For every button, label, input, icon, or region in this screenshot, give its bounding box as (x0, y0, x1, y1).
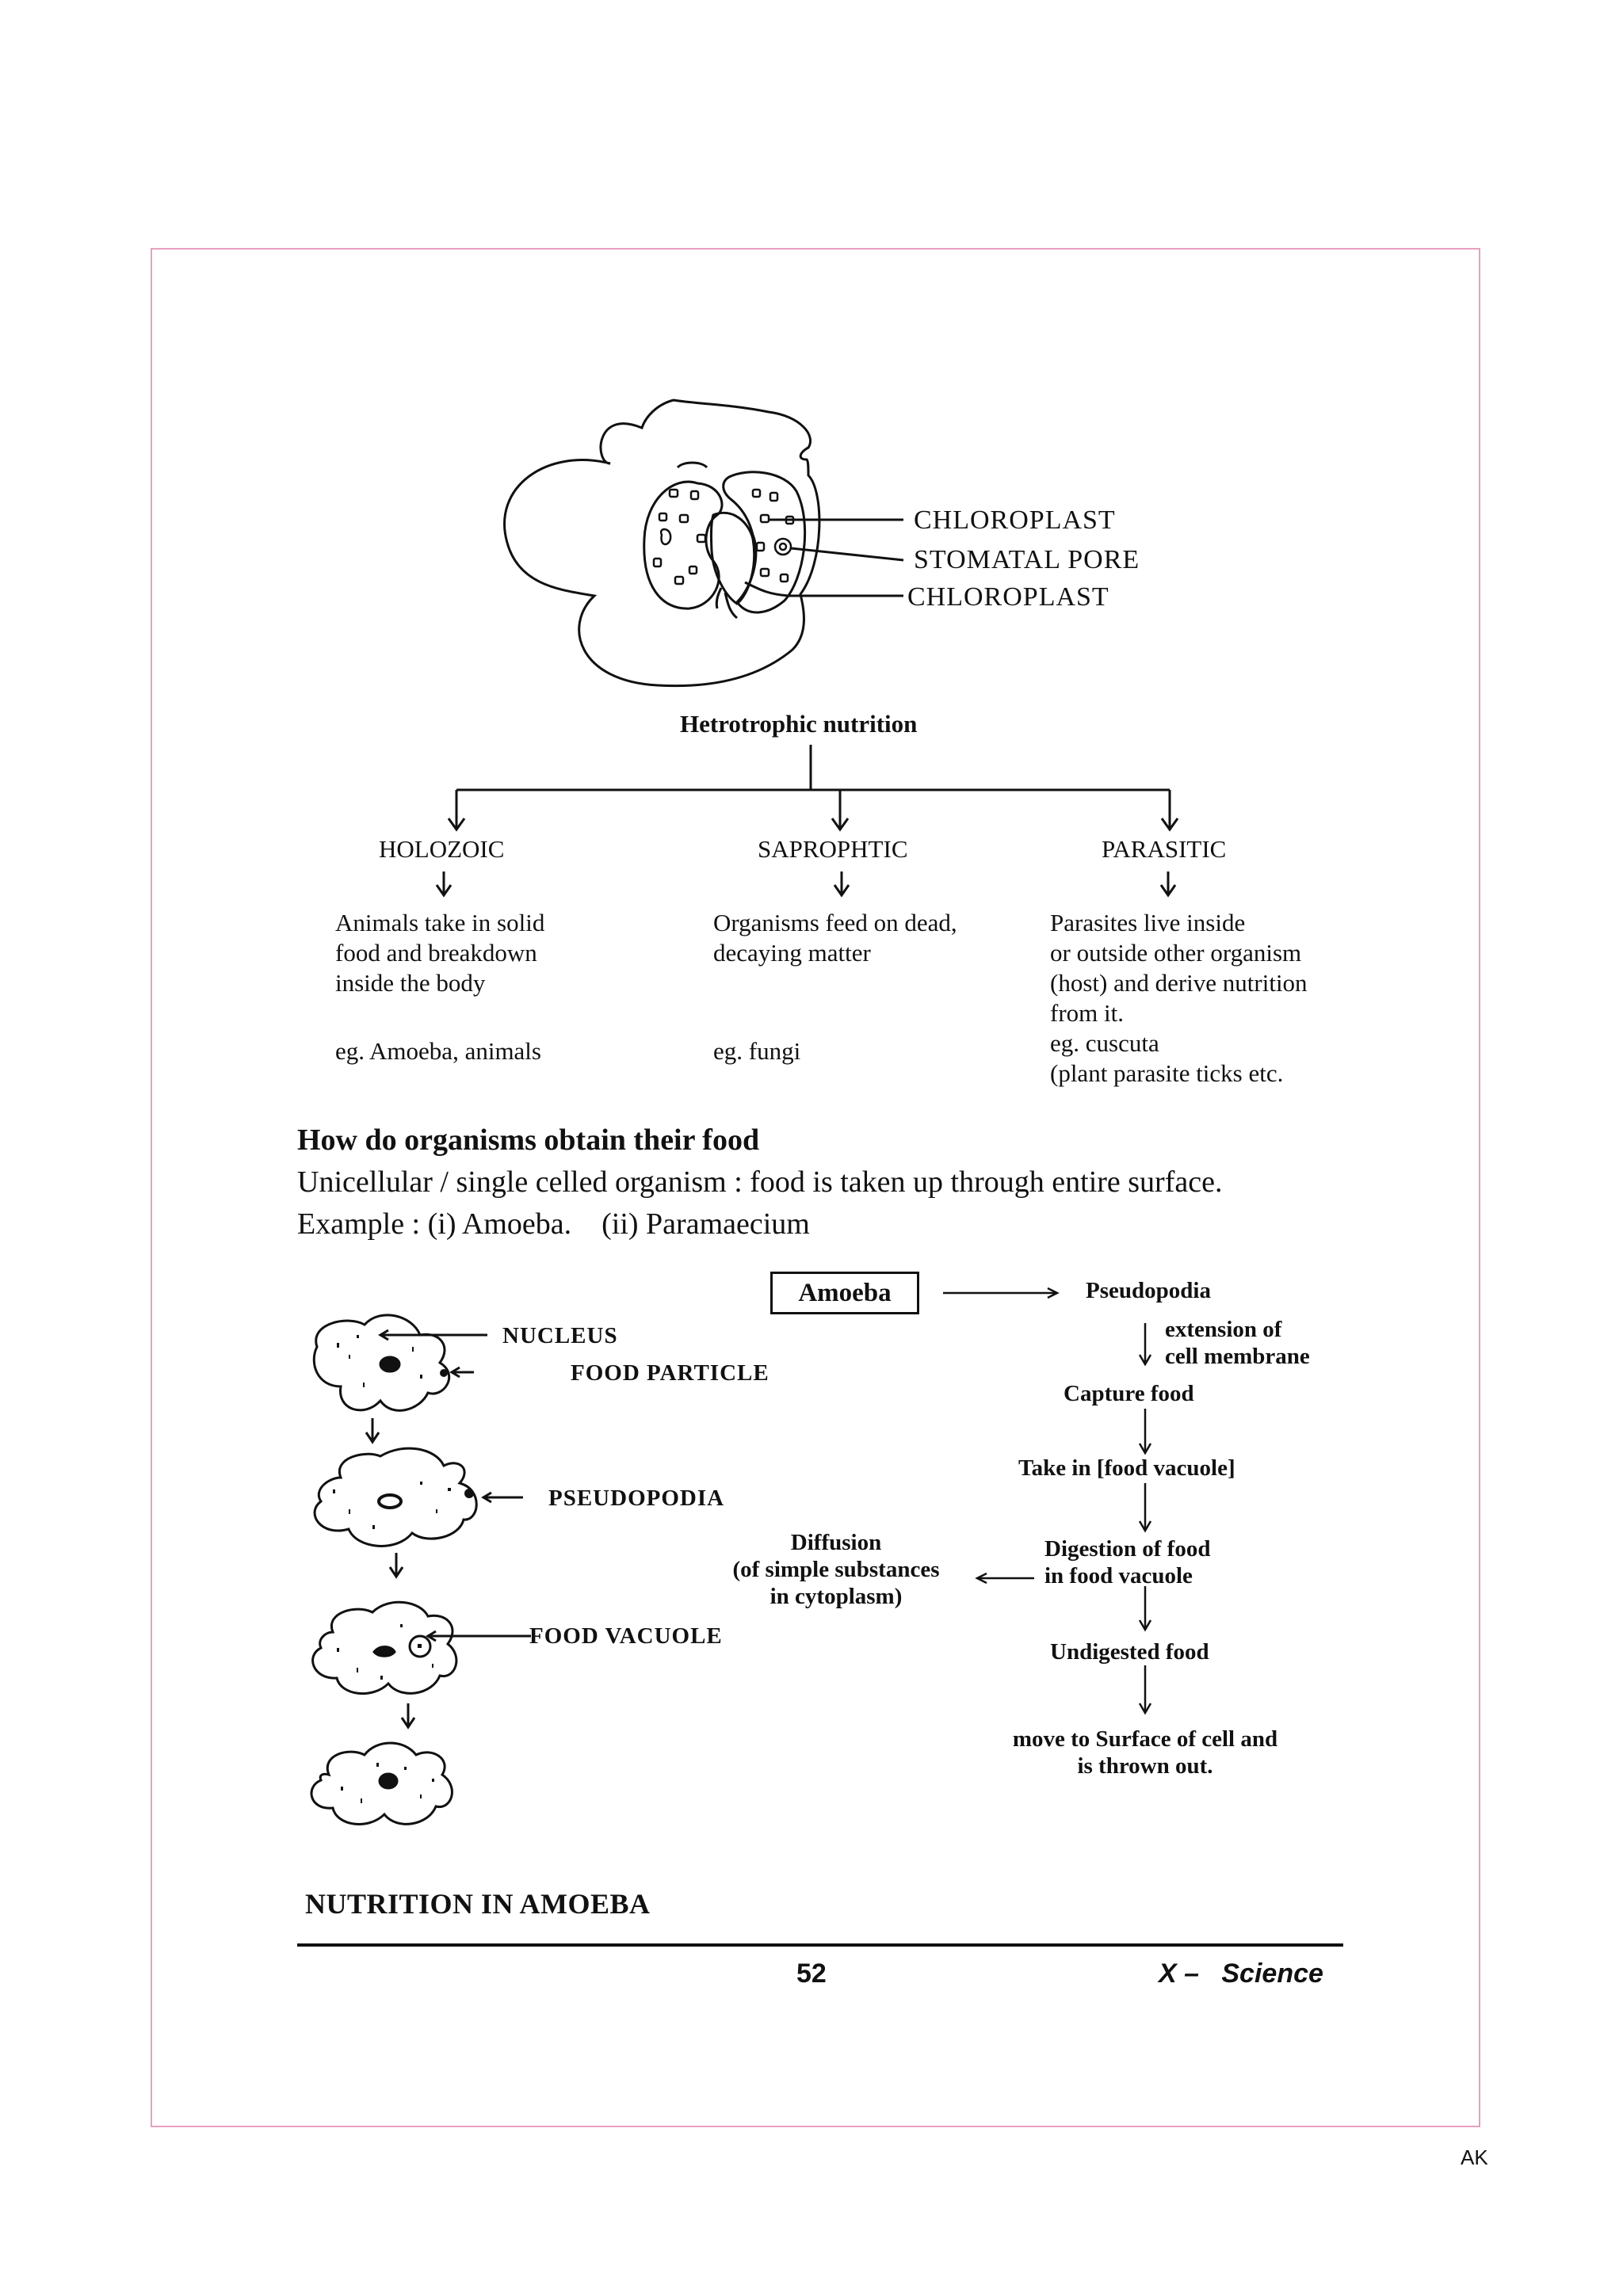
flow-diffusion: Diffusion (of simple substances in cytop… (713, 1529, 959, 1610)
label-food-vacuole: FOOD VACUOLE (529, 1623, 723, 1650)
flow-move-line: move to Surface of cell and (975, 1726, 1316, 1753)
branch-parasitic-title: PARASITIC (1102, 835, 1226, 864)
holozoic-description: Animals take in solid food and breakdown… (335, 908, 544, 998)
heterotrophic-title: Hetrotrophic nutrition (680, 710, 917, 738)
holozoic-example: eg. Amoeba, animals (335, 1036, 541, 1066)
footer-rule (297, 1943, 1343, 1947)
flow-extension: extension of cell membrane (1165, 1316, 1310, 1370)
flow-undigested: Undigested food (1050, 1638, 1209, 1665)
parasitic-line: or outside other organism (1050, 938, 1308, 968)
label-chloroplast-top: CHLOROPLAST (914, 505, 1116, 536)
parasitic-example-2: (plant parasite ticks etc. (1050, 1058, 1308, 1089)
heterotrophic-tree-lines (396, 741, 1228, 899)
label-chloroplast-bottom: CHLOROPLAST (907, 582, 1109, 612)
parasitic-description: Parasites live inside or outside other o… (1050, 908, 1308, 1089)
flow-extension-line: extension of (1165, 1316, 1310, 1343)
leader-line-stomatal-pore (791, 548, 903, 560)
parasitic-line: from it. (1050, 998, 1308, 1028)
flow-digestion-line: in food vacuole (1044, 1562, 1210, 1589)
saprophtic-line: decaying matter (713, 938, 957, 968)
parasitic-line: Parasites live inside (1050, 908, 1308, 938)
saprophtic-example: eg. fungi (713, 1036, 800, 1066)
holozoic-line: Animals take in solid (335, 908, 544, 938)
leader-line-chloroplast-2 (745, 582, 903, 596)
label-stomatal-pore: STOMATAL PORE (914, 545, 1140, 575)
branch-holozoic-title: HOLOZOIC (379, 835, 504, 864)
corner-mark: AK (1461, 2145, 1488, 2170)
section-line-1: Unicellular / single celled organism : f… (297, 1165, 1222, 1199)
page-number: 52 (796, 1958, 827, 1989)
flow-pseudopodia: Pseudopodia (1086, 1277, 1211, 1304)
parasitic-example: eg. cuscuta (1050, 1028, 1308, 1058)
branch-saprophtic-title: SAPROPHTIC (758, 835, 908, 864)
subject-label: X – Science (1159, 1958, 1323, 1989)
stomatal-pore (711, 513, 754, 604)
amoeba-caption: NUTRITION IN AMOEBA (305, 1887, 651, 1920)
flow-move-line: is thrown out. (975, 1753, 1316, 1779)
label-nucleus: NUCLEUS (502, 1323, 618, 1349)
holozoic-line: food and breakdown (335, 938, 544, 968)
flow-diffusion-line: Diffusion (713, 1529, 959, 1556)
holozoic-line: inside the body (335, 968, 544, 998)
flow-digestion-line: Digestion of food (1044, 1535, 1210, 1562)
section-line-2: Example : (i) Amoeba. (ii) Paramaecium (297, 1207, 810, 1241)
flow-take-in: Take in [food vacuole] (1018, 1455, 1235, 1482)
flow-diffusion-line: in cytoplasm) (713, 1583, 959, 1610)
saprophtic-line: Organisms feed on dead, (713, 908, 957, 938)
section-heading: How do organisms obtain their food (297, 1123, 759, 1158)
flow-digestion: Digestion of food in food vacuole (1044, 1535, 1210, 1589)
flow-capture-food: Capture food (1064, 1380, 1194, 1407)
flow-diffusion-line: (of simple substances (713, 1556, 959, 1583)
parasitic-line: (host) and derive nutrition (1050, 968, 1308, 998)
flow-move-out: move to Surface of cell and is thrown ou… (975, 1726, 1316, 1779)
saprophtic-description: Organisms feed on dead, decaying matter (713, 908, 957, 968)
flow-extension-line: cell membrane (1165, 1343, 1310, 1370)
